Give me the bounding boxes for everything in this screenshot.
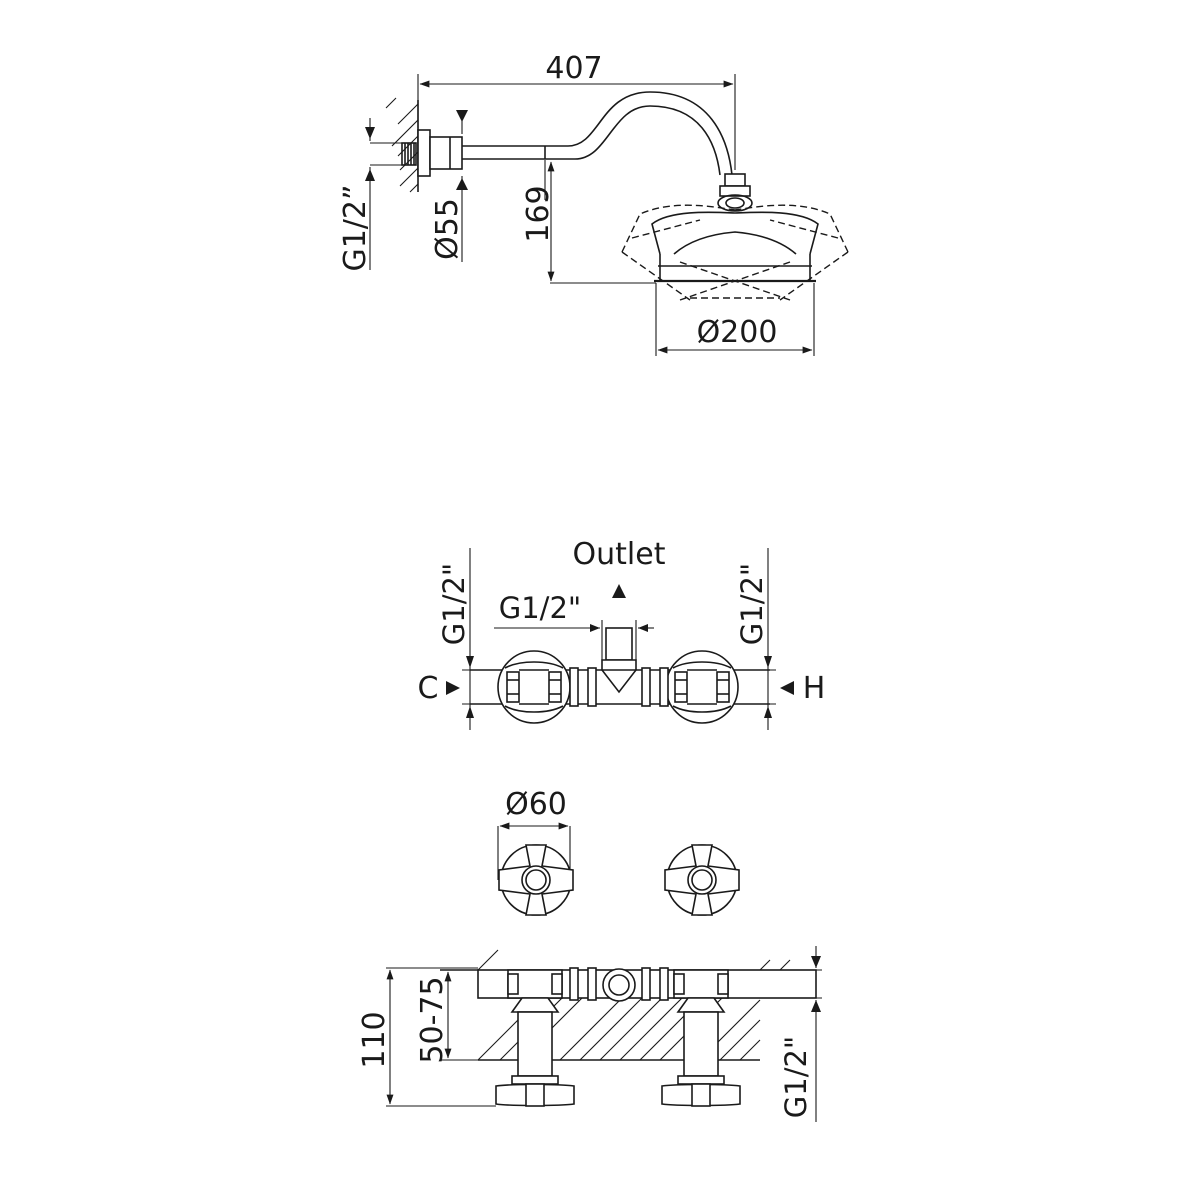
handles-front-view: Ø60 [497,787,740,916]
shower-head [651,211,819,283]
dimension-hot-thread: G1/2" [735,548,776,730]
shower-head-tilt-outline [621,204,849,301]
dimension-side-thread: G1/2" [760,946,822,1122]
outlet-thread-label: G1/2" [499,591,581,625]
dimension-handle-diameter: Ø60 [497,787,571,880]
outlet-arrow [612,584,626,598]
projection-label: 407 [545,51,602,86]
dimension-outlet-thread: G1/2" [494,591,654,660]
dimension-cold-thread: G1/2" [437,548,498,730]
hot-valve-side [661,969,741,1107]
total-depth-label: 110 [357,1011,392,1068]
cold-inlet-arrow [446,681,460,695]
shower-arm-diagram: 407 169 Ø200 Ø55 [338,51,849,356]
dimension-407: 407 [417,51,736,170]
cold-valve-top [497,650,571,724]
head-connector [717,173,753,212]
threaded-connector [401,142,417,166]
cold-inlet-label: C [418,671,439,706]
hot-handle-front [664,844,740,916]
cold-valve-side [495,969,575,1107]
mixer-top-view: Outlet G1/2" [418,537,826,730]
hot-inlet-label: H [803,671,826,706]
cold-thread-label: G1/2" [437,563,471,645]
dimension-head-diameter: Ø200 [655,283,815,356]
hot-thread-label: G1/2" [735,563,769,645]
dimension-arm-thread: G1/2” [338,118,402,272]
dimension-wall-depth: 50-75 [415,971,478,1064]
dimension-total-depth: 110 [357,967,496,1107]
flange-diameter-label: Ø55 [430,198,465,260]
pipe-joints [569,667,669,707]
outlet-label: Outlet [573,537,666,572]
dimension-169: 169 [521,160,656,284]
arm-tube [462,91,733,176]
wall-flange [417,129,463,177]
handle-diameter-label: Ø60 [505,787,567,822]
hot-inlet-arrow [780,681,794,695]
height-label: 169 [521,185,556,242]
mixer-side-view: 110 50-75 G1/2" [357,946,822,1122]
wall-depth-label: 50-75 [415,976,450,1063]
hot-valve-top [665,650,739,724]
arm-thread-label: G1/2” [338,184,373,271]
head-diameter-label: Ø200 [697,315,778,350]
dimension-flange-diameter: Ø55 [430,110,468,262]
side-thread-label: G1/2" [779,1036,813,1118]
cold-handle-front [498,844,574,916]
